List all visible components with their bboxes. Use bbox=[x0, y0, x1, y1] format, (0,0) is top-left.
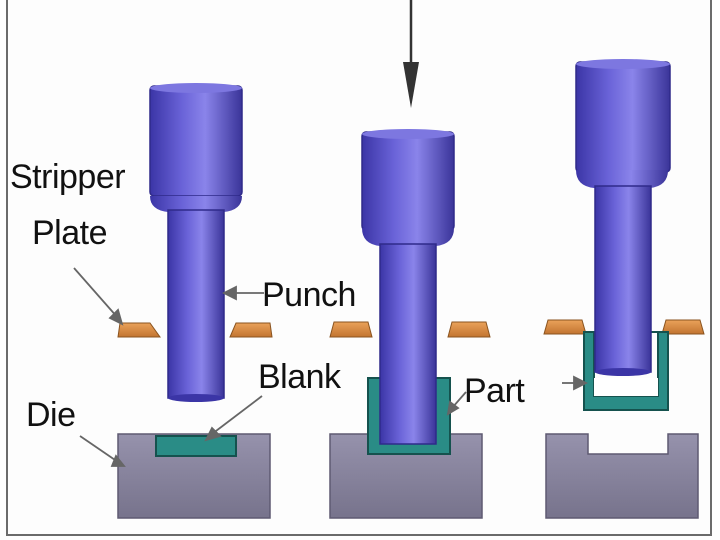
punch-3 bbox=[575, 59, 671, 376]
leader-stripper-head bbox=[108, 308, 124, 326]
leader-die-head bbox=[110, 454, 126, 467]
label-plate: Plate bbox=[32, 214, 108, 252]
force-arrow-head bbox=[403, 62, 419, 108]
punch-2 bbox=[361, 129, 455, 445]
stripper-plate-1-left bbox=[117, 322, 161, 338]
stage-1 bbox=[117, 83, 273, 519]
blank-1 bbox=[155, 435, 237, 457]
label-stripper: Stripper bbox=[10, 158, 126, 196]
stripper-plate-3-right bbox=[661, 319, 705, 335]
leader-stripper bbox=[73, 267, 119, 319]
part-3-cavity bbox=[594, 378, 658, 396]
label-blank: Blank bbox=[258, 358, 341, 396]
die-3 bbox=[545, 433, 699, 519]
stage-2 bbox=[329, 0, 491, 519]
stripper-plate-3-left bbox=[543, 319, 587, 335]
leader-blank-head bbox=[204, 426, 222, 442]
stage-3 bbox=[543, 59, 705, 519]
leader-die bbox=[79, 435, 119, 463]
label-part: Part bbox=[464, 372, 525, 410]
stripper-plate-1-right bbox=[229, 322, 273, 338]
leader-blank bbox=[211, 395, 263, 435]
leader-part-right-head bbox=[573, 375, 589, 391]
label-die: Die bbox=[26, 396, 76, 434]
punch-1 bbox=[149, 83, 243, 402]
stripper-plate-2-right bbox=[447, 321, 491, 338]
leader-part-head bbox=[446, 400, 460, 416]
label-punch: Punch bbox=[262, 276, 356, 314]
leader-punch-head bbox=[221, 285, 237, 301]
stripper-plate-2-left bbox=[329, 321, 373, 338]
